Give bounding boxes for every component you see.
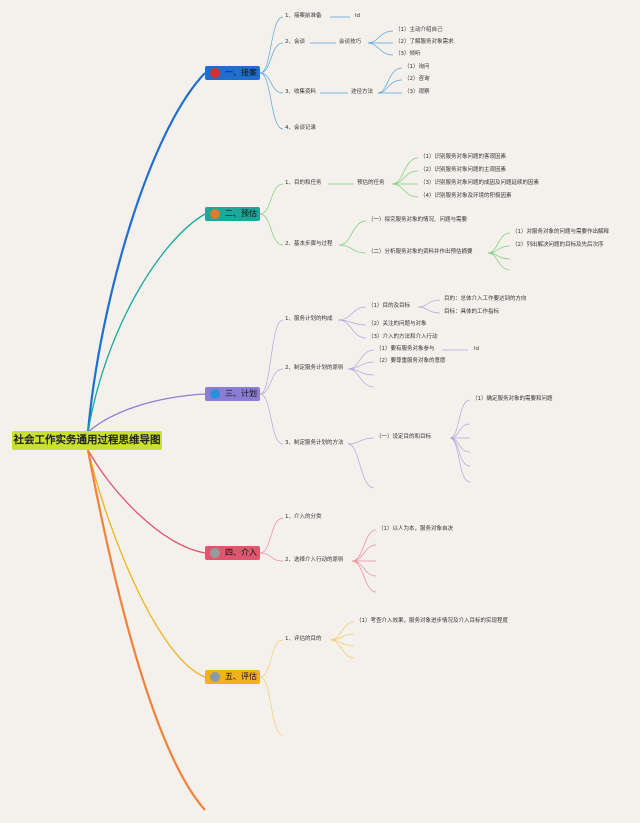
- node-b3-1a: （1）目的及目标: [368, 303, 410, 309]
- node-b3-1a1: 目的：总体介入工作要达到的方向: [444, 296, 527, 302]
- node-b1-3: 3、收集资料: [285, 89, 316, 95]
- branch-1-marker-icon: [210, 68, 220, 78]
- node-b5-1a: （1）考查介入效果，服务对象进步情况及介入目标的实现程度: [356, 618, 509, 624]
- node-b1-2a3: （3）倾听: [395, 51, 421, 57]
- node-b3-3a1: （1）确定服务对象的需要和问题: [472, 396, 553, 402]
- branch-1-topic: 一、接案: [205, 66, 260, 80]
- node-b2-2: 2、基本步骤与过程: [285, 241, 333, 247]
- branch-5-connectors: [259, 621, 355, 736]
- node-b3-3: 3、制定服务计划的方法: [285, 440, 344, 446]
- connector-branch-3: [87, 393, 206, 433]
- branch-4-marker-icon: [210, 548, 220, 558]
- branch-4-label: 四、介入: [225, 548, 257, 557]
- branch-5-label: 五、评估: [225, 672, 257, 681]
- node-b1-3a: 途径方法: [351, 89, 374, 95]
- connector-branch-2: [87, 213, 206, 433]
- node-b2-1a1: （1）识别服务对象问题的客观因素: [420, 154, 507, 160]
- node-b4-2a: （1）以人为本，服务对象自决: [378, 526, 454, 532]
- branch-2-label: 二、预估: [225, 209, 257, 218]
- node-b3-2: 2、制定服务计划的原则: [285, 365, 344, 371]
- branch-1-label: 一、接案: [225, 68, 257, 77]
- node-b2-2b1: （1）对服务对象的问题与需要作出解释: [512, 229, 610, 235]
- connector-branch-4: [87, 449, 206, 554]
- branch-2-connectors: [259, 157, 511, 271]
- node-b5-1: 1、评估的目的: [285, 636, 322, 642]
- node-b1-3a1: （1）询问: [404, 64, 430, 70]
- branch-2-marker-icon: [210, 209, 220, 219]
- node-b3-2a: （1）要有服务对象参与: [376, 346, 435, 352]
- node-b4-2: 2、选择介入行动的原则: [285, 557, 344, 563]
- node-b2-1a2: （2）识别服务对象问题的主观因素: [420, 167, 507, 173]
- node-b3-2a1: ld: [474, 346, 480, 352]
- node-b1-4: 4、会谈记录: [285, 125, 316, 131]
- branch-4-topic: 四、介入: [205, 546, 260, 560]
- node-b1-2a1: （1）主动介绍自己: [395, 27, 443, 33]
- branch-2-topic: 二、预估: [205, 207, 260, 221]
- connector-extra: [86, 449, 206, 811]
- node-b2-1a: 预估的任务: [357, 180, 385, 186]
- node-b3-1b: （2）关注的问题与对象: [368, 321, 427, 327]
- root-topic: 社会工作实务通用过程思维导图: [12, 431, 162, 450]
- branch-5-marker-icon: [210, 672, 220, 682]
- node-b1-2: 2、会谈: [285, 39, 305, 45]
- node-b1-3a2: （2）咨询: [404, 76, 430, 82]
- branch-4-connectors: [259, 517, 377, 593]
- node-b3-2b: （2）要尊重服务对象的意愿: [376, 358, 446, 364]
- node-b1-2a2: （2）了解服务对象需求: [395, 39, 454, 45]
- node-b3-1c: （3）介入的方法和介入行动: [368, 334, 438, 340]
- node-b2-1a4: （4）识别服务对象及环境的积极因素: [420, 193, 512, 199]
- node-b4-1: 1、介入的分类: [285, 514, 322, 520]
- node-b3-1a2: 目标：具体的工作指标: [444, 309, 500, 315]
- branch-3-marker-icon: [210, 389, 220, 399]
- node-b2-1a3: （3）识别服务对象问题的成因及问题延续的因素: [420, 180, 540, 186]
- node-b2-1: 1、目的和任务: [285, 180, 322, 186]
- node-b2-2a: （一）探究服务对象的情况、问题与需要: [368, 217, 468, 223]
- node-b3-3a: （一）设定目的和目标: [376, 434, 432, 440]
- branch-3-connectors: [259, 299, 471, 489]
- node-b1-1a: ld: [355, 13, 361, 19]
- branch-5-topic: 五、评估: [205, 670, 260, 684]
- branch-3-label: 三、计划: [225, 389, 257, 398]
- node-b1-3a3: （3）观察: [404, 89, 430, 95]
- connector-branch-5: [87, 449, 206, 678]
- branch-1-connectors: [259, 16, 403, 130]
- node-b1-2a: 会谈技巧: [339, 39, 362, 45]
- connector-branch-1: [86, 72, 206, 433]
- node-b3-1: 1、服务计划的构成: [285, 316, 333, 322]
- node-b2-2b2: （2）列出解决问题的目标及先后次序: [512, 242, 604, 248]
- node-b1-1: 1、接案前准备: [285, 13, 322, 19]
- branch-3-topic: 三、计划: [205, 387, 260, 401]
- node-b2-2b: （二）分析服务对象的资料并作出预估摘要: [368, 249, 473, 255]
